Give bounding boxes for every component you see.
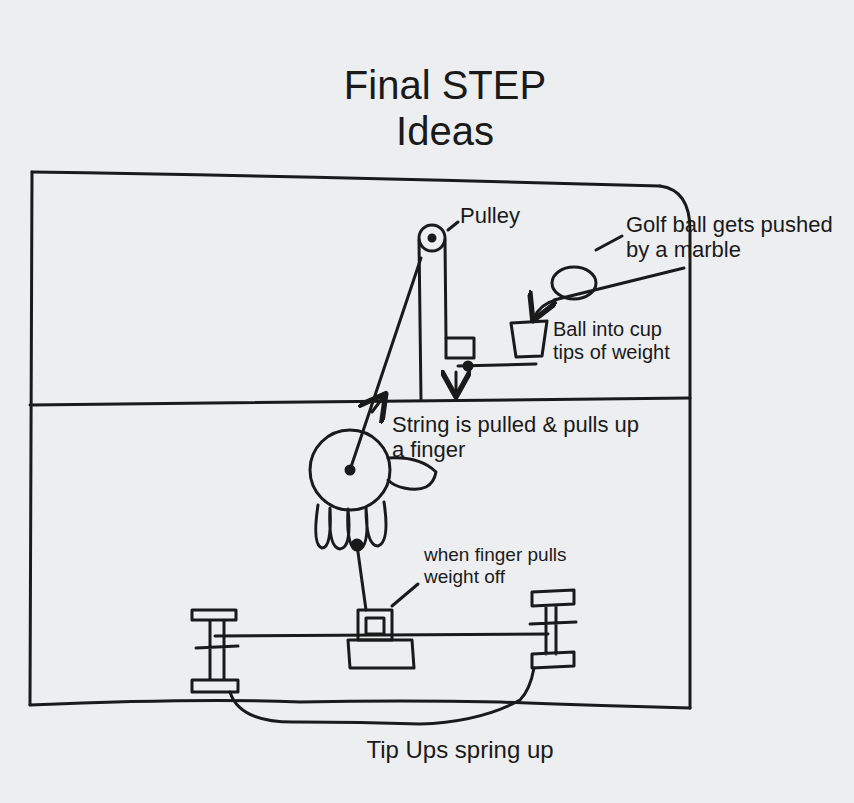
thumb xyxy=(388,458,436,490)
part-label: Pulley xyxy=(460,203,570,228)
pivot xyxy=(464,362,472,370)
hand-pivot xyxy=(346,466,354,474)
note: Tip Ups spring up xyxy=(300,736,620,764)
bracket xyxy=(230,668,534,724)
panel-left-edge xyxy=(30,172,32,705)
leader-line xyxy=(392,584,418,606)
tip-up-base xyxy=(348,640,414,668)
note: String is pulled & pulls up a finger xyxy=(392,412,654,463)
panel-top-edge xyxy=(32,172,660,186)
panel-divider xyxy=(30,398,690,405)
note: Golf ball gets pushed by a marble xyxy=(626,212,841,263)
hand-palm xyxy=(310,430,390,510)
tip-up-weight xyxy=(358,610,392,640)
leader-line xyxy=(448,222,458,230)
finger-string xyxy=(357,545,366,610)
drop-arrow xyxy=(534,300,556,318)
note: when finger pulls weight off xyxy=(424,544,614,588)
cup xyxy=(511,321,547,357)
panel-right-edge xyxy=(660,186,690,708)
title: Final STEP Ideas xyxy=(320,62,570,154)
ramp xyxy=(554,268,684,300)
note: Ball into cup tips of weight xyxy=(553,318,685,364)
tip-up-right xyxy=(530,590,576,668)
pulley-axle xyxy=(429,235,435,241)
leader-line xyxy=(596,236,622,250)
pulley-wheel xyxy=(419,225,445,251)
down-arrow xyxy=(455,372,458,394)
weight xyxy=(446,338,474,358)
tip-up-left xyxy=(192,610,238,692)
pull-arrow xyxy=(372,396,384,412)
tip-up-weight xyxy=(366,618,384,634)
pulley-post xyxy=(419,240,446,400)
panel-bottom-edge xyxy=(30,701,690,708)
fingers xyxy=(316,502,386,550)
